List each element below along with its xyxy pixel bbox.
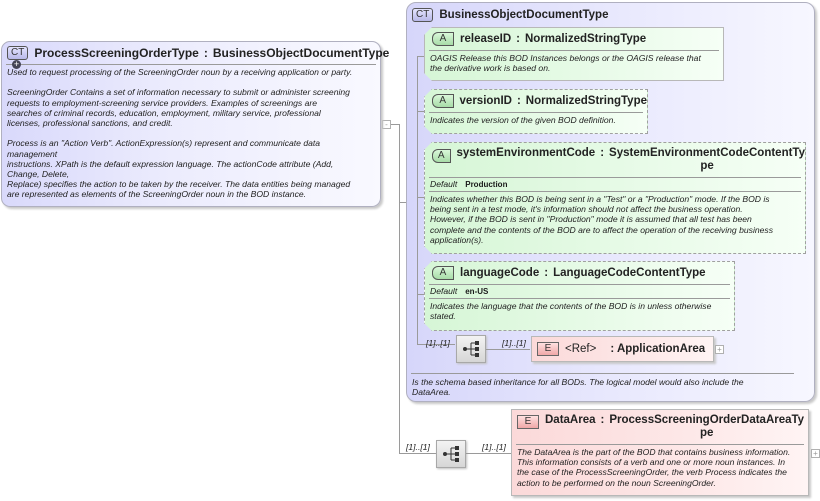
divider [429, 112, 643, 113]
divider [429, 50, 719, 51]
attribute-badge: A [432, 266, 454, 280]
connector [399, 124, 400, 454]
divider [429, 298, 730, 299]
connector [399, 453, 436, 454]
divider [411, 373, 794, 374]
divider [516, 444, 804, 445]
complex-type-process-screening-order[interactable]: CT+ ProcessScreeningOrderType:BusinessOb… [1, 41, 389, 207]
attribute-title: versionID:NormalizedStringType [459, 95, 647, 107]
connector [417, 56, 424, 57]
cardinality-label: [1]..[1] [406, 442, 430, 452]
complex-type-badge: CT+ [7, 46, 29, 69]
attribute-documentation: OAGIS Release this BOD Instances belongs… [430, 53, 701, 74]
attribute-release-id[interactable]: A releaseID:NormalizedStringType OAGIS R… [424, 27, 724, 81]
attribute-badge: A [432, 94, 454, 108]
attribute-documentation: Indicates whether this BOD is being sent… [430, 194, 774, 245]
connector [466, 453, 511, 454]
element-badge: E [537, 342, 559, 356]
cardinality-label: [1]..[1] [502, 338, 526, 348]
connector [391, 124, 399, 125]
connector [417, 111, 424, 112]
element-data-area[interactable]: E DataArea:ProcessScreeningOrderDataArea… [511, 409, 809, 496]
expand-icon[interactable]: + [811, 449, 820, 458]
element-badge: E [517, 415, 539, 429]
attribute-title: languageCode:LanguageCodeContentType [460, 267, 706, 279]
sequence-compositor[interactable] [436, 440, 466, 468]
attribute-version-id[interactable]: A versionID:NormalizedStringType Indicat… [424, 89, 648, 134]
default-value: Production [465, 180, 508, 189]
complex-type-badge: CT [412, 8, 434, 22]
collapse-icon[interactable]: - [382, 120, 391, 129]
connector [417, 56, 418, 344]
divider [429, 284, 730, 285]
attribute-title: releaseID:NormalizedStringType [460, 33, 647, 45]
cardinality-label: [1]..[1] [426, 338, 450, 348]
attribute-documentation: Indicates the language that the contents… [430, 301, 712, 322]
base-type-documentation: Is the schema based inheritance for all … [412, 377, 744, 398]
type-title: ProcessScreeningOrderType:BusinessObject… [34, 46, 390, 60]
sequence-icon [443, 446, 459, 462]
sequence-compositor[interactable] [456, 335, 486, 363]
attribute-badge: A [432, 149, 451, 163]
default-value: en-US [465, 287, 489, 296]
cardinality-label: [1]..[1] [482, 442, 506, 452]
sequence-icon [463, 341, 479, 357]
base-type-title: BusinessObjectDocumentType [439, 9, 609, 21]
connector [417, 294, 424, 295]
extension-plus-icon: + [12, 58, 21, 69]
element-title: DataArea:ProcessScreeningOrderDataAreaTy… [545, 414, 805, 439]
attribute-system-environment-code[interactable]: A systemEnvironmentCode:SystemEnvironmen… [424, 142, 806, 254]
connector [417, 344, 455, 345]
connector [417, 197, 424, 198]
attribute-documentation: Indicates the version of the given BOD d… [430, 115, 616, 125]
divider [429, 177, 801, 178]
divider [429, 191, 801, 192]
element-documentation: The DataArea is the part of the BOD that… [517, 447, 791, 488]
attribute-language-code[interactable]: A languageCode:LanguageCodeContentType D… [424, 261, 735, 331]
connector [399, 202, 406, 203]
expand-icon[interactable]: + [715, 345, 724, 354]
connector [486, 349, 530, 350]
attribute-title: systemEnvironmentCode:SystemEnvironmentC… [456, 147, 805, 172]
type-documentation: Used to request processing of the Screen… [7, 67, 353, 200]
attribute-badge: A [432, 32, 454, 46]
element-application-area[interactable]: E <Ref> : ApplicationArea [531, 336, 714, 362]
divider [6, 64, 376, 65]
